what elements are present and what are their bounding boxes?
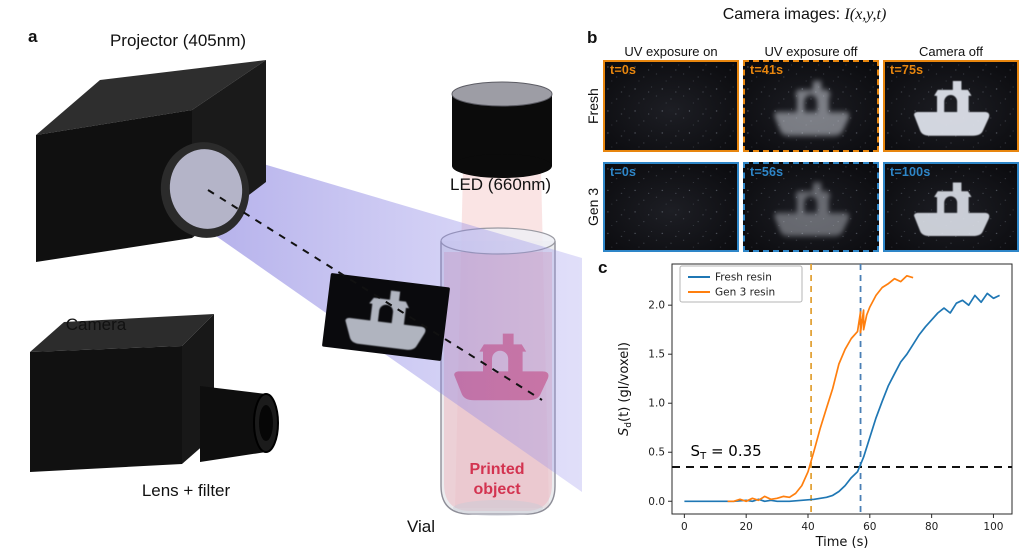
lens-filter-label: Lens + filter [142,481,231,500]
x-tick-label: 40 [801,521,814,533]
panel-a-diagram: a Projector (405nm) Camera Lens + filter… [28,27,582,536]
camera-image-gen3-t0: t=0s [603,162,739,252]
timestamp: t=100s [890,165,931,179]
threshold-label: ST = 0.35 [691,442,762,462]
panel-c-label: c [598,258,608,277]
projector-lens [169,149,243,229]
timestamp: t=41s [750,63,784,77]
panel-b-camera-images: Camera images: I(x,y,t) b UV exposure on… [585,0,1024,258]
x-tick-label: 60 [863,521,876,533]
camera-lens-glass [259,405,273,441]
panel-b-title-text: Camera images: [722,6,845,23]
panel-b-title: Camera images: I(x,y,t) [585,6,1024,24]
timestamp: t=75s [890,63,924,77]
y-tick-label: 0.0 [648,496,665,508]
timestamp: t=0s [610,63,637,77]
led [451,81,553,178]
x-axis-label: Time (s) [815,535,869,550]
panel-b-label: b [587,28,598,47]
legend-label: Gen 3 resin [715,287,775,299]
led-label: LED (660nm) [450,175,551,194]
camera-face-top [30,314,214,352]
projector-face-front [36,110,192,262]
column-header-camera-off: Camera off [918,44,984,59]
plot-frame [671,263,1013,515]
x-tick-label: 20 [739,521,752,533]
panel-b-title-math: I(x,y,t) [844,6,887,23]
camera-image-fresh-t0: t=0s [603,60,739,152]
projector-label: Projector (405nm) [110,31,246,50]
projector [36,60,266,262]
projected-pattern-inset [322,273,450,361]
printed-object-label-line2: object [473,481,521,498]
series-line-1 [727,274,914,503]
camera-label: Camera [66,315,127,334]
series-line-0 [684,292,1000,503]
panel-a-label: a [28,27,38,46]
column-header-uv-off: UV exposure off [764,44,858,59]
y-axis-label: Sd(t) (gl/voxel) [617,342,634,436]
y-tick-label: 0.5 [648,447,665,459]
camera-image-gen3-t56: t=56s [743,162,879,252]
camera-image-fresh-t41: t=41s [743,60,879,152]
legend-box [679,265,803,303]
vial-base [453,500,543,516]
projector-face-top [36,60,266,135]
led-bottom [452,154,552,178]
printed-object-label-line1: Printed [469,461,524,478]
camera-image-gen3-t100: t=100s [883,162,1019,252]
vial-label: Vial [407,517,435,536]
camera-face-front [30,346,182,472]
camera-lens-barrel [200,386,266,462]
column-header-uv-on: UV exposure on [624,44,718,59]
camera [30,314,279,472]
y-tick-label: 1.5 [648,349,665,361]
legend-label: Fresh resin [715,272,772,284]
row-label-gen3: Gen 3 [585,187,601,227]
row-label-fresh: Fresh [585,88,601,124]
y-tick-label: 2.0 [648,300,665,312]
timestamp: t=0s [610,165,637,179]
x-tick-label: 80 [925,521,938,533]
timestamp: t=56s [750,165,784,179]
optical-axis-dashed-line [207,189,543,401]
y-tick-label: 1.0 [648,398,665,410]
x-tick-label: 100 [983,521,1003,533]
x-tick-label: 0 [681,521,688,533]
camera-image-fresh-t75: t=75s [883,60,1019,152]
inset-background [322,273,450,361]
led-top [451,81,553,107]
